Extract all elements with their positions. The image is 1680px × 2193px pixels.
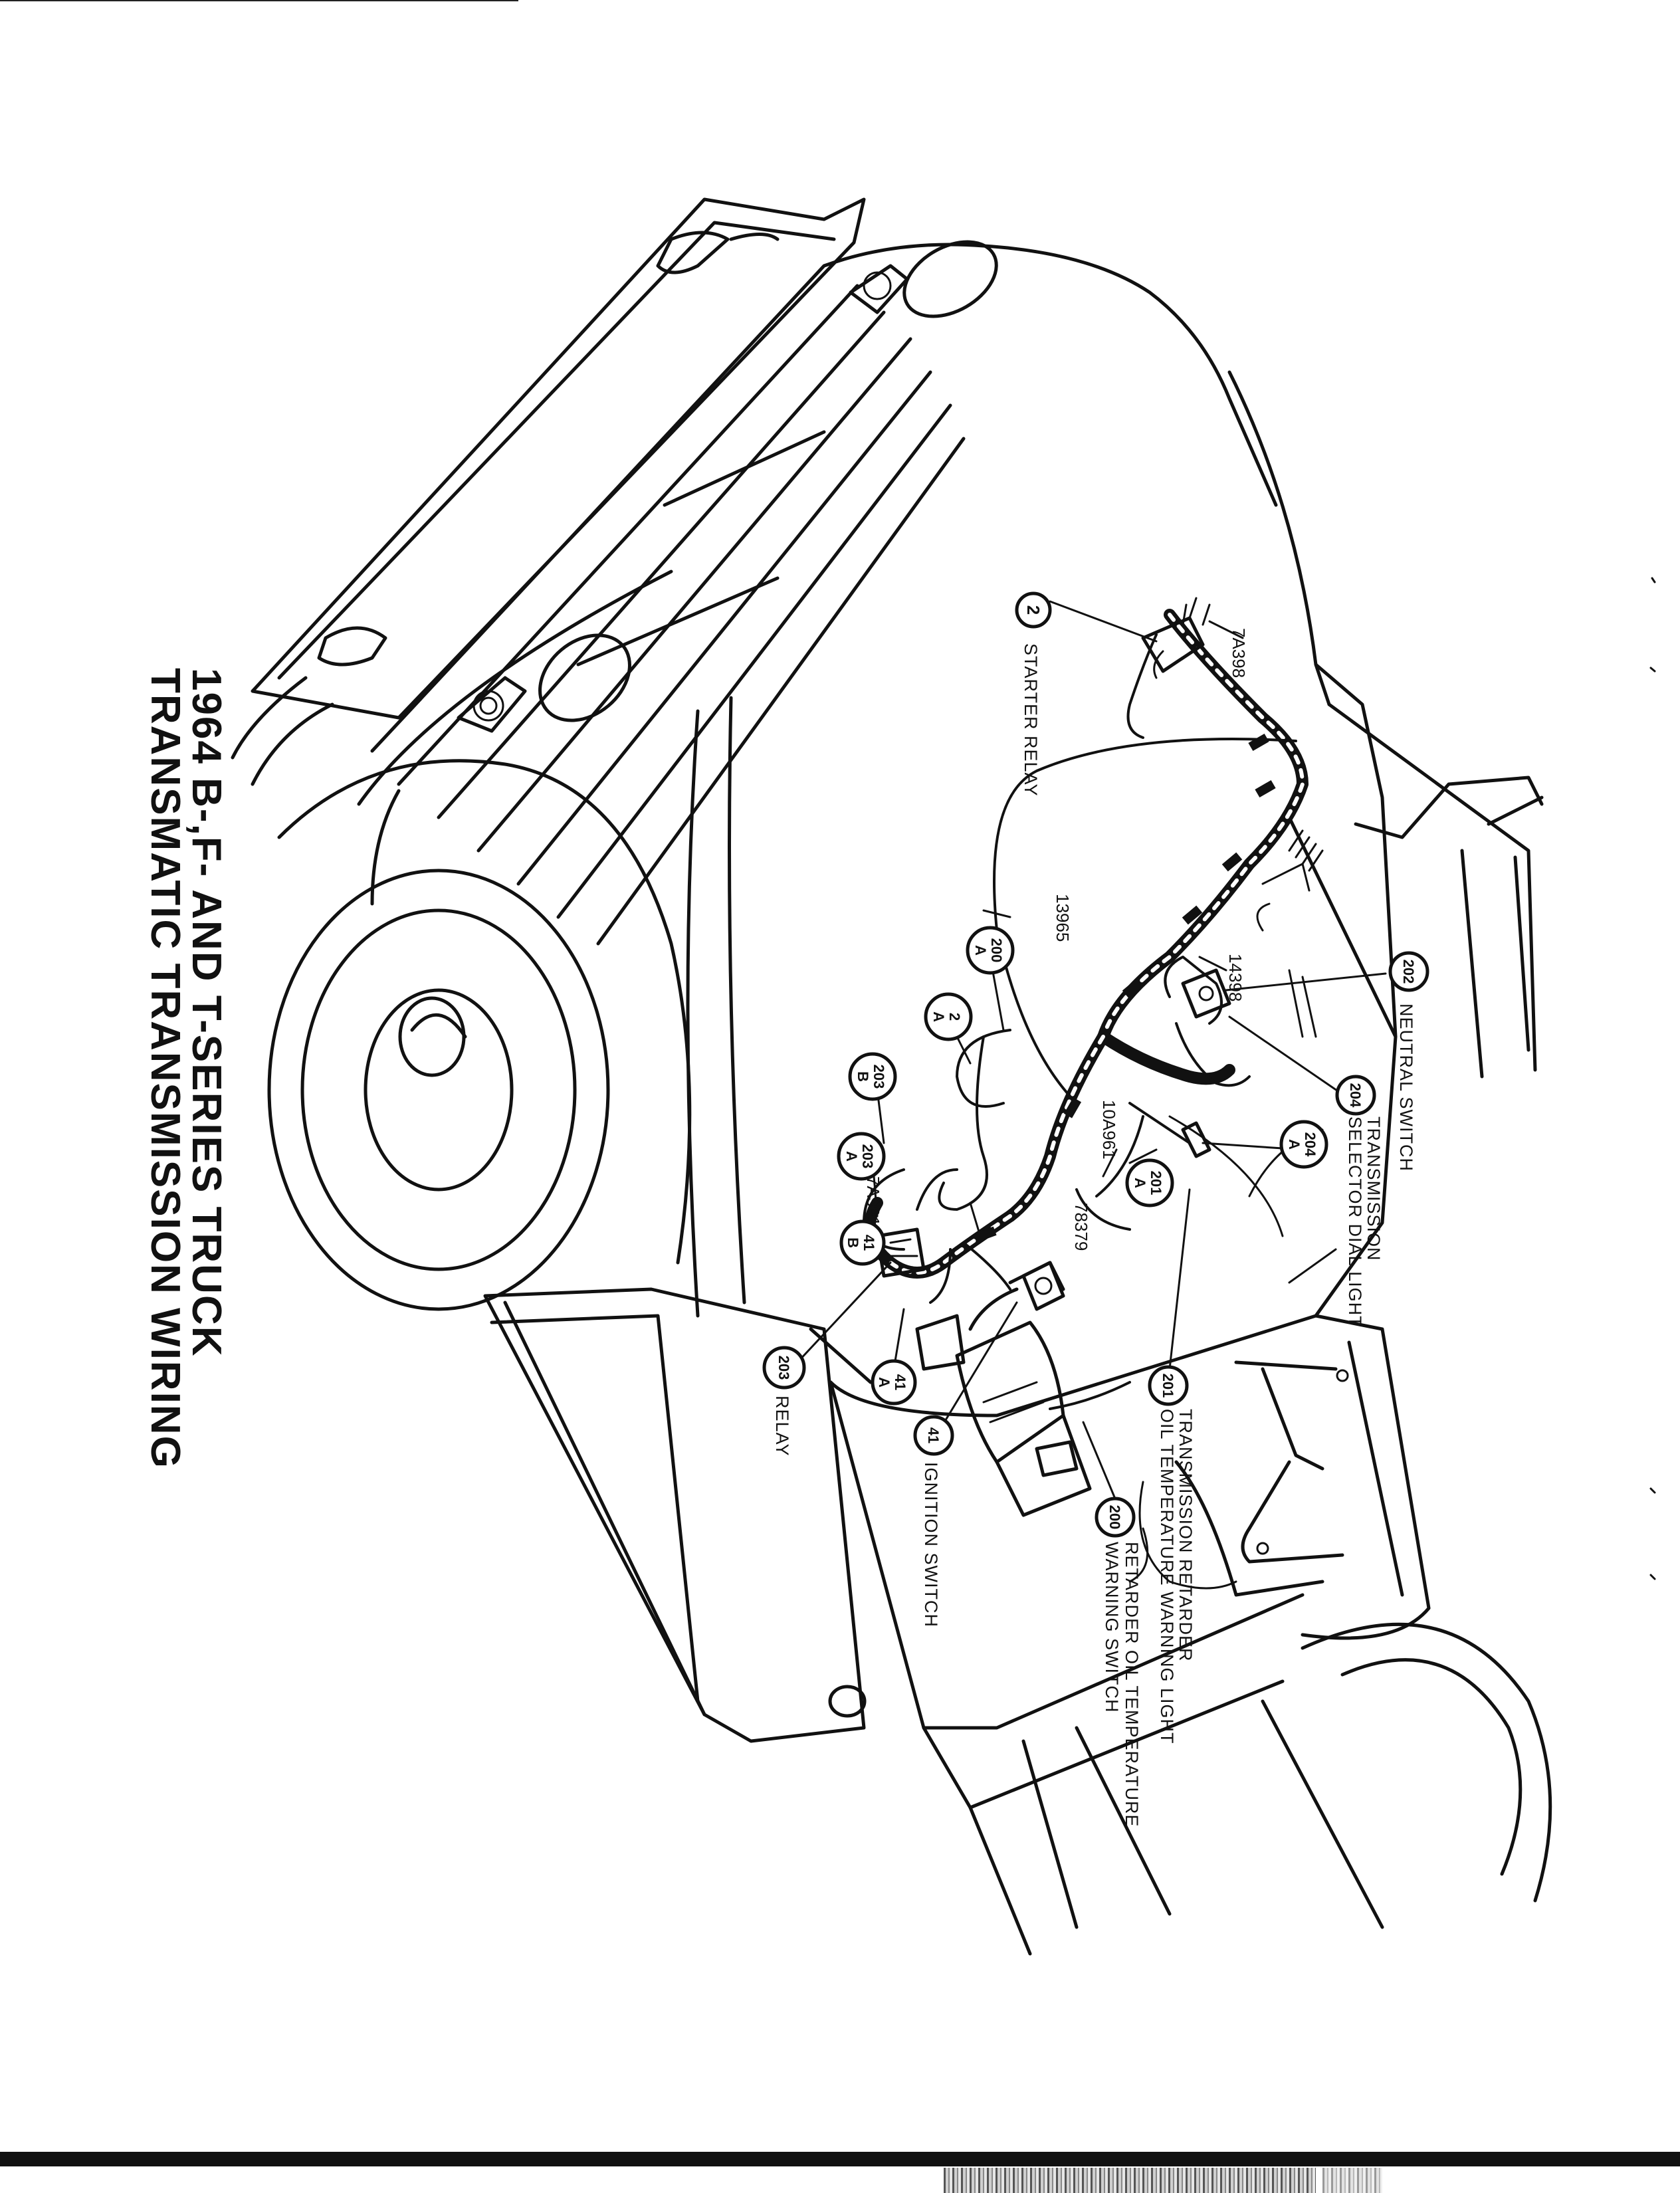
- svg-text:203: 203: [859, 1144, 876, 1169]
- svg-text:200: 200: [988, 938, 1005, 963]
- part-78379: 78379: [1071, 1203, 1091, 1251]
- callout-204: 204: [1335, 1075, 1376, 1116]
- svg-text:203: 203: [871, 1065, 887, 1089]
- steering-column: [915, 1261, 1092, 1517]
- component-labels: STARTER RELAY NEUTRAL SWITCH TRANSMISSIO…: [772, 643, 1416, 1828]
- label-retarder-warning-light-2: OIL TEMPERATURE WARNING LIGHT: [1157, 1409, 1177, 1744]
- svg-text:202: 202: [1400, 960, 1417, 984]
- leader-lines: [796, 600, 1387, 1503]
- callout-203-b: 203 B: [848, 1052, 897, 1101]
- label-neutral-switch: NEUTRAL SWITCH: [1396, 1003, 1416, 1172]
- label-retarder-warning-light-1: TRANSMISSION RETARDER: [1176, 1409, 1196, 1662]
- svg-text:2: 2: [1023, 605, 1043, 615]
- callout-203: 203: [762, 1346, 806, 1390]
- label-selector-dial-light-2: SELECTOR DIAL LIGHT: [1345, 1116, 1365, 1328]
- callout-202: 202: [1388, 951, 1429, 992]
- label-retarder-temp-switch-1: RETARDER OIL TEMPERATURE: [1122, 1542, 1142, 1828]
- callout-200: 200: [1095, 1497, 1136, 1538]
- callout-200-a: 200 A: [966, 926, 1015, 975]
- part-number-labels: 7A398 13965 14398 10A961 7A391 78379: [863, 628, 1249, 1251]
- svg-text:203: 203: [776, 1356, 792, 1380]
- label-selector-dial-light-1: TRANSMISSION: [1364, 1116, 1384, 1261]
- part-13965: 13965: [1053, 894, 1073, 942]
- svg-text:41: 41: [892, 1374, 908, 1390]
- label-starter-relay: STARTER RELAY: [1021, 643, 1041, 797]
- starter-relay-part: [1141, 597, 1211, 679]
- svg-text:A: A: [930, 1011, 947, 1022]
- label-ignition-switch: IGNITION SWITCH: [921, 1462, 941, 1627]
- diagram-title: 1964 B-,F- AND T-SERIES TRUCK TRANSMATIC…: [142, 668, 229, 1469]
- svg-text:204: 204: [1347, 1083, 1364, 1108]
- scan-noise-2: [1322, 2168, 1382, 2193]
- title-line-1: 1964 B-,F- AND T-SERIES TRUCK: [183, 668, 229, 1358]
- part-7a391: 7A391: [863, 1176, 883, 1226]
- label-retarder-temp-switch-2: WARNING SWITCH: [1102, 1542, 1122, 1713]
- svg-text:204: 204: [1302, 1132, 1318, 1157]
- part-14398: 14398: [1225, 954, 1245, 1001]
- svg-text:2: 2: [946, 1013, 963, 1021]
- part-7a398: 7A398: [1229, 628, 1249, 678]
- callout-41-a: 41 A: [871, 1359, 917, 1406]
- callout-201-a: 201 A: [1125, 1158, 1174, 1207]
- callout-201: 201: [1148, 1365, 1189, 1406]
- title-line-2: TRANSMATIC TRANSMISSION WIRING: [142, 668, 188, 1469]
- svg-text:A: A: [843, 1151, 860, 1162]
- svg-text:B: B: [845, 1237, 861, 1248]
- svg-text:A: A: [1132, 1178, 1148, 1188]
- scan-bottom-bar: [0, 2152, 1680, 2166]
- scan-noise: [944, 2168, 1316, 2193]
- svg-text:A: A: [1286, 1139, 1303, 1150]
- callout-203-a: 203 A: [837, 1132, 886, 1181]
- svg-text:B: B: [855, 1071, 871, 1082]
- svg-text:201: 201: [1148, 1171, 1164, 1196]
- harness-clips: [976, 733, 1276, 1242]
- callout-bubbles: 2 202 204 204 A 200 A 2 A 203 B: [762, 591, 1429, 1538]
- scan-top-edge: [0, 0, 518, 1]
- part-10a961: 10A961: [1099, 1100, 1119, 1160]
- svg-text:A: A: [972, 945, 989, 956]
- scan-edge-marks: [1649, 577, 1656, 1580]
- neutral-switch-part: [1181, 968, 1231, 1019]
- callout-2-a: 2 A: [924, 992, 973, 1041]
- svg-text:A: A: [876, 1377, 892, 1388]
- label-relay: RELAY: [772, 1396, 792, 1457]
- relay-part: [875, 1227, 926, 1278]
- svg-text:200: 200: [1106, 1505, 1123, 1530]
- callout-2: 2: [1015, 591, 1052, 629]
- ignition-switch-part: [1021, 1261, 1065, 1311]
- callout-204-a: 204 A: [1279, 1120, 1328, 1169]
- callout-41-b: 41 B: [839, 1219, 886, 1266]
- callout-41: 41: [913, 1415, 954, 1456]
- dial-light-socket: [1181, 1121, 1211, 1158]
- svg-text:41: 41: [925, 1427, 942, 1443]
- truck-body-outline: [231, 197, 1552, 1956]
- svg-text:201: 201: [1160, 1374, 1176, 1398]
- svg-text:41: 41: [861, 1235, 877, 1251]
